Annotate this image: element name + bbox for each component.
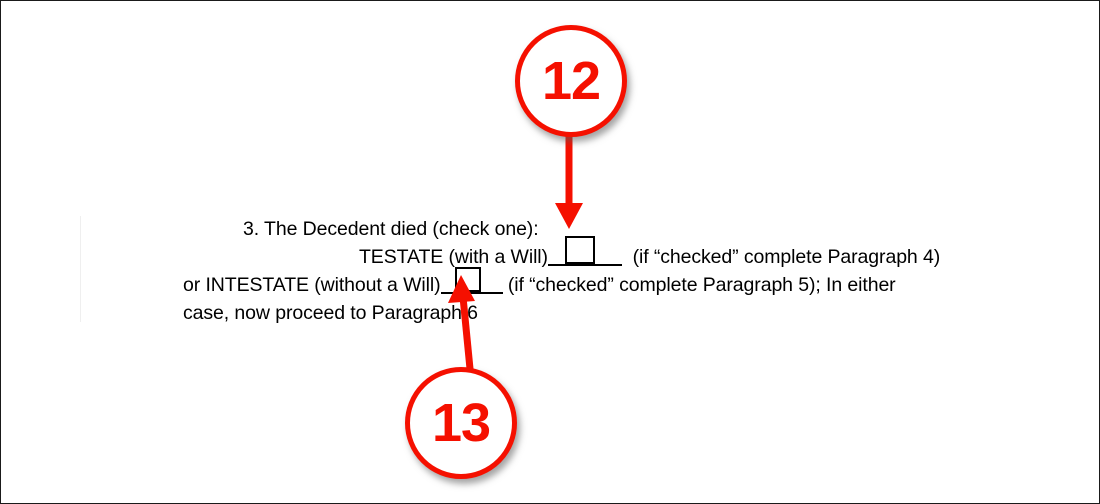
callout-badge-13[interactable]: 13 xyxy=(405,367,517,479)
form-line-1-text: 3. The Decedent died (check one): xyxy=(243,218,539,240)
form-line-2: TESTATE (with a Will) (if “checked” comp… xyxy=(183,236,943,271)
testate-instruction: (if “checked” complete Paragraph 4) xyxy=(632,246,941,268)
intestate-checkbox-rule xyxy=(440,292,503,294)
testate-checkbox-rule xyxy=(547,264,622,266)
form-paragraph-3: 3. The Decedent died (check one): TESTAT… xyxy=(183,215,943,327)
intestate-checkbox[interactable] xyxy=(440,267,503,294)
callout-badge-12-number: 12 xyxy=(541,51,601,111)
form-line-4-text: case, now proceed to Paragraph 6 xyxy=(183,302,478,324)
testate-checkbox-box[interactable] xyxy=(564,236,595,264)
page-margin-rule xyxy=(80,216,81,322)
testate-label: TESTATE (with a Will) xyxy=(359,246,548,268)
intestate-instruction: (if “checked” complete Paragraph 5); In … xyxy=(507,274,896,296)
intestate-label: or INTESTATE (without a Will) xyxy=(183,274,441,296)
callout-13-arrow xyxy=(448,275,475,380)
form-line-4: case, now proceed to Paragraph 6 xyxy=(183,299,943,327)
form-line-1: 3. The Decedent died (check one): xyxy=(183,215,943,243)
callout-badge-12[interactable]: 12 xyxy=(515,25,627,137)
form-line-3: or INTESTATE (without a Will) (if “check… xyxy=(183,267,943,299)
callout-badge-13-number: 13 xyxy=(431,393,491,453)
testate-checkbox[interactable] xyxy=(547,236,622,266)
